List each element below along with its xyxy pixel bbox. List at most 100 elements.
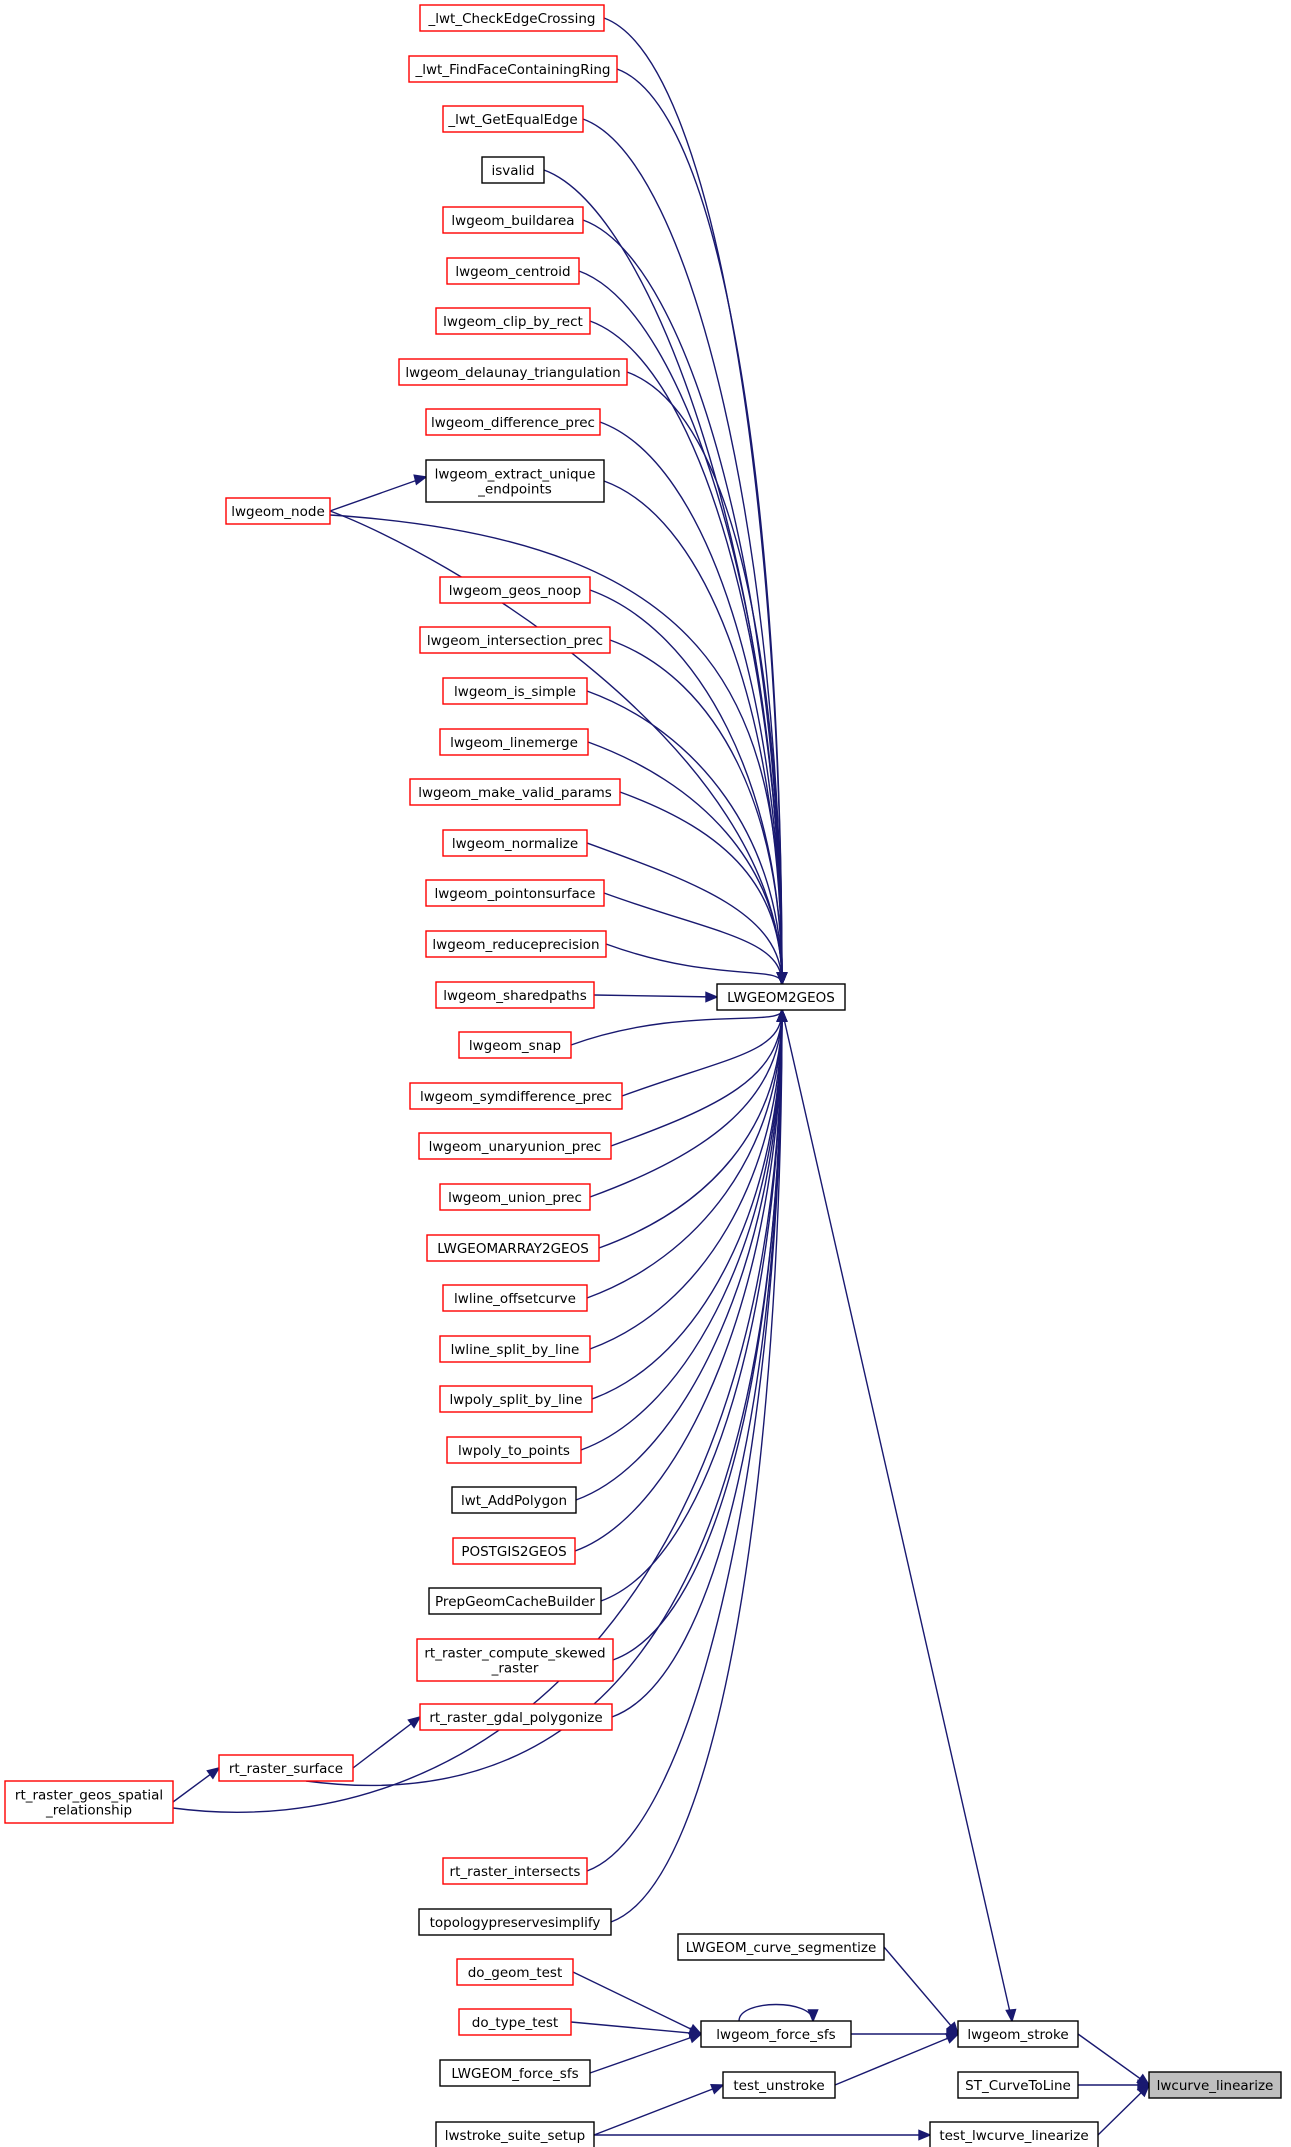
node-lwgeom-centroid[interactable]: lwgeom_centroid xyxy=(446,257,580,285)
node-lwgeom-symdifference-prec[interactable]: lwgeom_symdifference_prec xyxy=(409,1082,623,1110)
node-label: topologypreservesimplify xyxy=(430,1915,601,1931)
node-lwgeom-buildarea[interactable]: lwgeom_buildarea xyxy=(442,206,584,234)
node-box xyxy=(409,1082,623,1110)
node-label: lwgeom_snap xyxy=(469,1038,561,1054)
node-do-geom-test[interactable]: do_geom_test xyxy=(456,1958,574,1986)
node-lwline-split-by-line[interactable]: lwline_split_by_line xyxy=(439,1335,591,1363)
node-box xyxy=(408,55,618,83)
node-box xyxy=(419,1703,613,1731)
node-st-curvetoline[interactable]: ST_CurveToLine xyxy=(957,2071,1079,2099)
node-label: lwgeom_normalize xyxy=(452,836,578,852)
node-lwgeom-linemerge[interactable]: lwgeom_linemerge xyxy=(439,728,589,756)
node-box xyxy=(4,1780,174,1824)
node-lwpoly-to-points[interactable]: lwpoly_to_points xyxy=(446,1436,582,1464)
node-lwgeom-force-sfs[interactable]: lwgeom_force_sfs xyxy=(700,2020,852,2048)
node-label: rt_raster_geos_spatial xyxy=(15,1788,163,1804)
node-box xyxy=(458,1031,572,1059)
node-label: POSTGIS2GEOS xyxy=(461,1544,566,1560)
node-box xyxy=(929,2121,1099,2147)
node-lwt-getequaledge[interactable]: _lwt_GetEqualEdge xyxy=(442,105,584,133)
node-box xyxy=(419,626,611,654)
node-lwgeom-reduceprecision[interactable]: lwgeom_reduceprecision xyxy=(425,930,607,958)
node-lwgeom-intersection-prec[interactable]: lwgeom_intersection_prec xyxy=(419,626,611,654)
node-box xyxy=(442,206,584,234)
node-label: rt_raster_surface xyxy=(229,1761,343,1777)
node-box xyxy=(428,1587,602,1615)
node-label: lwgeom_centroid xyxy=(455,264,570,280)
node-rt-raster-geos-spatial-relationship[interactable]: rt_raster_geos_spatial_relationship xyxy=(4,1780,174,1824)
node-test-lwcurve-linearize[interactable]: test_lwcurve_linearize xyxy=(929,2121,1099,2147)
node-box xyxy=(439,1183,591,1211)
node-lwgeom-snap[interactable]: lwgeom_snap xyxy=(458,1031,572,1059)
edge-lwgeom2geos-to-lwgeom-stroke xyxy=(781,1009,1017,2023)
node-lwgeom-is-simple[interactable]: lwgeom_is_simple xyxy=(442,677,588,705)
node-lwt-checkedgecrossing[interactable]: _lwt_CheckEdgeCrossing xyxy=(419,4,605,32)
node-box xyxy=(435,981,595,1009)
node-box xyxy=(458,2008,572,2036)
node-rt-raster-compute-skewed-raster[interactable]: rt_raster_compute_skewed_raster xyxy=(416,1638,614,1682)
node-box xyxy=(425,459,605,503)
node-label: lwgeom_linemerge xyxy=(450,735,578,751)
node-rt-raster-gdal-polygonize[interactable]: rt_raster_gdal_polygonize xyxy=(419,1703,613,1731)
node-lwgeom-delaunay-triangulation[interactable]: lwgeom_delaunay_triangulation xyxy=(398,358,628,386)
node-lwgeom2geos[interactable]: LWGEOM2GEOS xyxy=(716,983,846,1011)
node-box xyxy=(451,1486,577,1514)
node-lwgeom-normalize[interactable]: lwgeom_normalize xyxy=(442,829,588,857)
node-box xyxy=(398,358,628,386)
node-lwgeom-geos-noop[interactable]: lwgeom_geos_noop xyxy=(439,576,591,604)
node-lwgeom-stroke[interactable]: lwgeom_stroke xyxy=(957,2020,1079,2048)
node-label: lwgeom_difference_prec xyxy=(431,415,595,431)
edge-lwgeom-sharedpaths-to-lwgeom2geos xyxy=(593,991,719,1003)
node-prepgeomcachebuilder[interactable]: PrepGeomCacheBuilder xyxy=(428,1587,602,1615)
node-box xyxy=(481,156,545,184)
node-lwgeom-pointonsurface[interactable]: lwgeom_pointonsurface xyxy=(425,879,605,907)
node-box xyxy=(442,1857,588,1885)
node-label: _raster xyxy=(491,1661,539,1677)
node-box xyxy=(435,2121,595,2147)
node-box xyxy=(425,930,607,958)
node-label: lwline_split_by_line xyxy=(451,1342,580,1358)
node-label: lwgeom_reduceprecision xyxy=(432,937,599,953)
node-lwgeom-difference-prec[interactable]: lwgeom_difference_prec xyxy=(425,408,601,436)
node-lwcurve-linearize[interactable]: lwcurve_linearize xyxy=(1148,2071,1282,2099)
node-label: lwgeom_unaryunion_prec xyxy=(429,1139,602,1155)
node-box xyxy=(416,1638,614,1682)
node-lwgeom-sharedpaths[interactable]: lwgeom_sharedpaths xyxy=(435,981,595,1009)
node-label: LWGEOM2GEOS xyxy=(727,990,835,1006)
nodes-layer: lwcurve_linearize lwgeom_strokeST_CurveTo… xyxy=(4,4,1282,2147)
node-box xyxy=(439,1385,593,1413)
node-box xyxy=(446,1436,582,1464)
node-lwgeom-unaryunion-prec[interactable]: lwgeom_unaryunion_prec xyxy=(418,1132,612,1160)
node-topologypreservesimplify[interactable]: topologypreservesimplify xyxy=(418,1908,612,1936)
node-box xyxy=(439,1335,591,1363)
node-label: PrepGeomCacheBuilder xyxy=(435,1594,595,1610)
node-box xyxy=(218,1754,354,1782)
node-box xyxy=(418,1132,612,1160)
node-lwgeom-node[interactable]: lwgeom_node xyxy=(225,497,331,525)
node-lwt-addpolygon[interactable]: lwt_AddPolygon xyxy=(451,1486,577,1514)
node-postgis2geos[interactable]: POSTGIS2GEOS xyxy=(452,1537,576,1565)
node-lwgeom-union-prec[interactable]: lwgeom_union_prec xyxy=(439,1183,591,1211)
node-lwstroke-suite-setup[interactable]: lwstroke_suite_setup xyxy=(435,2121,595,2147)
node-lwgeom-make-valid-params[interactable]: lwgeom_make_valid_params xyxy=(409,778,621,806)
node-do-type-test[interactable]: do_type_test xyxy=(458,2008,572,2036)
node-label: rt_raster_intersects xyxy=(450,1864,581,1880)
node-label: lwgeom_force_sfs xyxy=(716,2027,835,2043)
node-label: LWGEOM_curve_segmentize xyxy=(686,1940,877,1956)
node-label: LWGEOM_force_sfs xyxy=(451,2066,578,2082)
node-box xyxy=(957,2020,1079,2048)
node-box xyxy=(700,2020,852,2048)
node-isvalid[interactable]: isvalid xyxy=(481,156,545,184)
edge-lwstroke-suite-setup-to-test-lwcurve-linearize xyxy=(594,2129,932,2141)
node-lwgeomarray2geos[interactable]: LWGEOMARRAY2GEOS xyxy=(426,1234,600,1262)
node-lwgeom-curve-segmentize[interactable]: LWGEOM_curve_segmentize xyxy=(677,1933,885,1961)
node-lwt-findfacecontainingring[interactable]: _lwt_FindFaceContainingRing xyxy=(408,55,618,83)
node-rt-raster-intersects[interactable]: rt_raster_intersects xyxy=(442,1857,588,1885)
node-lwgeom-clip-by-rect[interactable]: lwgeom_clip_by_rect xyxy=(435,307,591,335)
node-lwpoly-split-by-line[interactable]: lwpoly_split_by_line xyxy=(439,1385,593,1413)
node-lwgeom-extract-unique-endpoints[interactable]: lwgeom_extract_unique_endpoints xyxy=(425,459,605,503)
node-lwgeom-force-sfs[interactable]: LWGEOM_force_sfs xyxy=(439,2059,591,2087)
node-test-unstroke[interactable]: test_unstroke xyxy=(722,2071,836,2099)
node-rt-raster-surface[interactable]: rt_raster_surface xyxy=(218,1754,354,1782)
node-lwline-offsetcurve[interactable]: lwline_offsetcurve xyxy=(442,1284,588,1312)
